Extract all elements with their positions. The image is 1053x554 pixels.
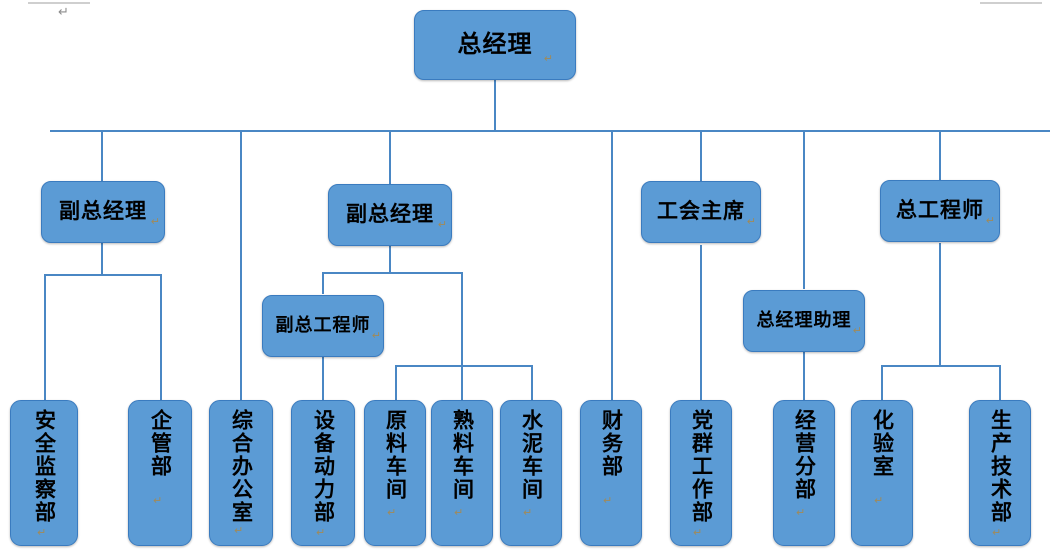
node-deputy-general-manager-2[interactable]: 副总经理 ↵ [328,184,452,246]
node-cement-workshop[interactable]: 水泥车间 ↵ [500,400,562,546]
node-equipment-power-dept-label: 设备动力部 [311,409,336,524]
node-production-technology-dept-label: 生产技术部 [988,409,1013,524]
connector-dgm1-to-safety [44,274,46,401]
node-chief-engineer-label: 总工程师 [896,198,984,223]
connector-bus-to-general-office [240,130,242,400]
pilcrow-business-branch: ↵ [796,506,806,519]
connector-dgm1-to-enterprise [160,274,162,401]
connector-chief-engineer-stem [939,243,941,366]
pilcrow-deputy-general-manager-1: ↵ [150,215,160,228]
node-safety-supervision-dept-label: 安全监察部 [32,409,57,524]
node-raw-material-workshop-label: 原料车间 [383,409,408,501]
connector-union-chairman-to-party-dept [700,245,702,401]
top-right-margin-guide [980,2,1042,4]
pilcrow-finance-dept: ↵ [603,494,613,507]
top-left-margin-guide [28,2,90,4]
stray-paragraph-mark: ↵ [58,5,69,20]
connector-dgm2-to-workshop-bus [461,272,463,366]
node-union-chairman-label: 工会主席 [657,199,745,224]
node-deputy-general-manager-1[interactable]: 副总经理 ↵ [41,181,165,243]
connector-dgm2-to-deputy-chief-engineer [322,272,324,294]
connector-workshop-bus [395,365,532,367]
connector-main-bus [50,130,1050,132]
node-deputy-chief-engineer[interactable]: 副总工程师 ↵ [262,295,384,357]
node-union-chairman[interactable]: 工会主席 ↵ [641,181,761,243]
connector-dgm2-bus [322,272,462,274]
pilcrow-production-technology-dept: ↵ [992,526,1002,539]
connector-bus-to-gm-assistant [803,130,805,289]
node-production-technology-dept[interactable]: 生产技术部 ↵ [969,400,1031,546]
connector-chief-engineer-bus [881,365,1000,367]
connector-to-production-technology [999,365,1001,401]
connector-to-laboratory [881,365,883,401]
connector-bus-to-finance-dept [611,130,613,400]
pilcrow-party-mass-work-dept: ↵ [693,526,703,539]
node-chief-engineer[interactable]: 总工程师 ↵ [880,180,1000,242]
node-raw-material-workshop[interactable]: 原料车间 ↵ [364,400,426,546]
node-enterprise-management-dept[interactable]: 企管部 ↵ [128,400,192,546]
pilcrow-laboratory: ↵ [874,494,884,507]
node-general-office[interactable]: 综合办公室 ↵ [209,400,273,546]
pilcrow-safety-supervision-dept: ↵ [37,526,47,539]
node-clinker-workshop[interactable]: 熟料车间 ↵ [431,400,493,546]
node-deputy-chief-engineer-label: 副总工程师 [275,315,371,336]
pilcrow-general-manager: ↵ [543,52,553,65]
node-deputy-general-manager-1-label: 副总经理 [59,199,147,224]
node-general-manager-label: 总经理 [457,31,533,58]
node-deputy-general-manager-2-label: 副总经理 [346,202,434,227]
node-finance-dept[interactable]: 财务部 ↵ [580,400,642,546]
node-business-branch[interactable]: 经营分部 ↵ [773,400,835,546]
node-cement-workshop-label: 水泥车间 [519,409,544,501]
connector-gm-assistant-to-business-branch [803,352,805,401]
node-general-office-label: 综合办公室 [229,409,254,524]
node-finance-dept-label: 财务部 [599,409,624,478]
pilcrow-general-office: ↵ [234,524,244,537]
pilcrow-deputy-chief-engineer: ↵ [371,329,381,342]
connector-bus-to-chief-engineer [939,130,941,180]
connector-to-raw-material-workshop [395,365,397,401]
connector-dgm1-bus [44,274,161,276]
pilcrow-clinker-workshop: ↵ [454,506,464,519]
node-equipment-power-dept[interactable]: 设备动力部 ↵ [291,400,355,546]
connector-deputy-chief-engineer-to-equipment [322,357,324,401]
node-party-mass-work-dept-label: 党群工作部 [689,409,714,524]
connector-to-cement-workshop [531,365,533,401]
connector-bus-to-dgm2 [389,130,391,185]
connector-to-clinker-workshop [461,365,463,401]
node-clinker-workshop-label: 熟料车间 [450,409,475,501]
node-safety-supervision-dept[interactable]: 安全监察部 ↵ [10,400,78,546]
pilcrow-deputy-general-manager-2: ↵ [437,218,447,231]
node-general-manager[interactable]: 总经理 ↵ [414,10,576,80]
pilcrow-enterprise-management-dept: ↵ [153,494,163,507]
pilcrow-raw-material-workshop: ↵ [387,506,397,519]
node-party-mass-work-dept[interactable]: 党群工作部 ↵ [670,400,732,546]
connector-root-stem [494,79,496,131]
node-enterprise-management-dept-label: 企管部 [148,409,173,478]
connector-bus-to-dgm1 [101,130,103,182]
pilcrow-cement-workshop: ↵ [523,506,533,519]
connector-bus-to-union-chairman [700,130,702,182]
pilcrow-general-manager-assistant: ↵ [852,324,862,337]
node-business-branch-label: 经营分部 [792,409,817,501]
node-general-manager-assistant-label: 总经理助理 [756,310,852,331]
pilcrow-chief-engineer: ↵ [985,214,995,227]
node-laboratory[interactable]: 化验室 ↵ [851,400,913,546]
node-general-manager-assistant[interactable]: 总经理助理 ↵ [743,290,865,352]
connector-dgm2-stem [389,245,391,273]
connector-dgm1-stem [101,243,103,275]
pilcrow-union-chairman: ↵ [746,215,756,228]
pilcrow-equipment-power-dept: ↵ [316,526,326,539]
node-laboratory-label: 化验室 [870,409,895,478]
